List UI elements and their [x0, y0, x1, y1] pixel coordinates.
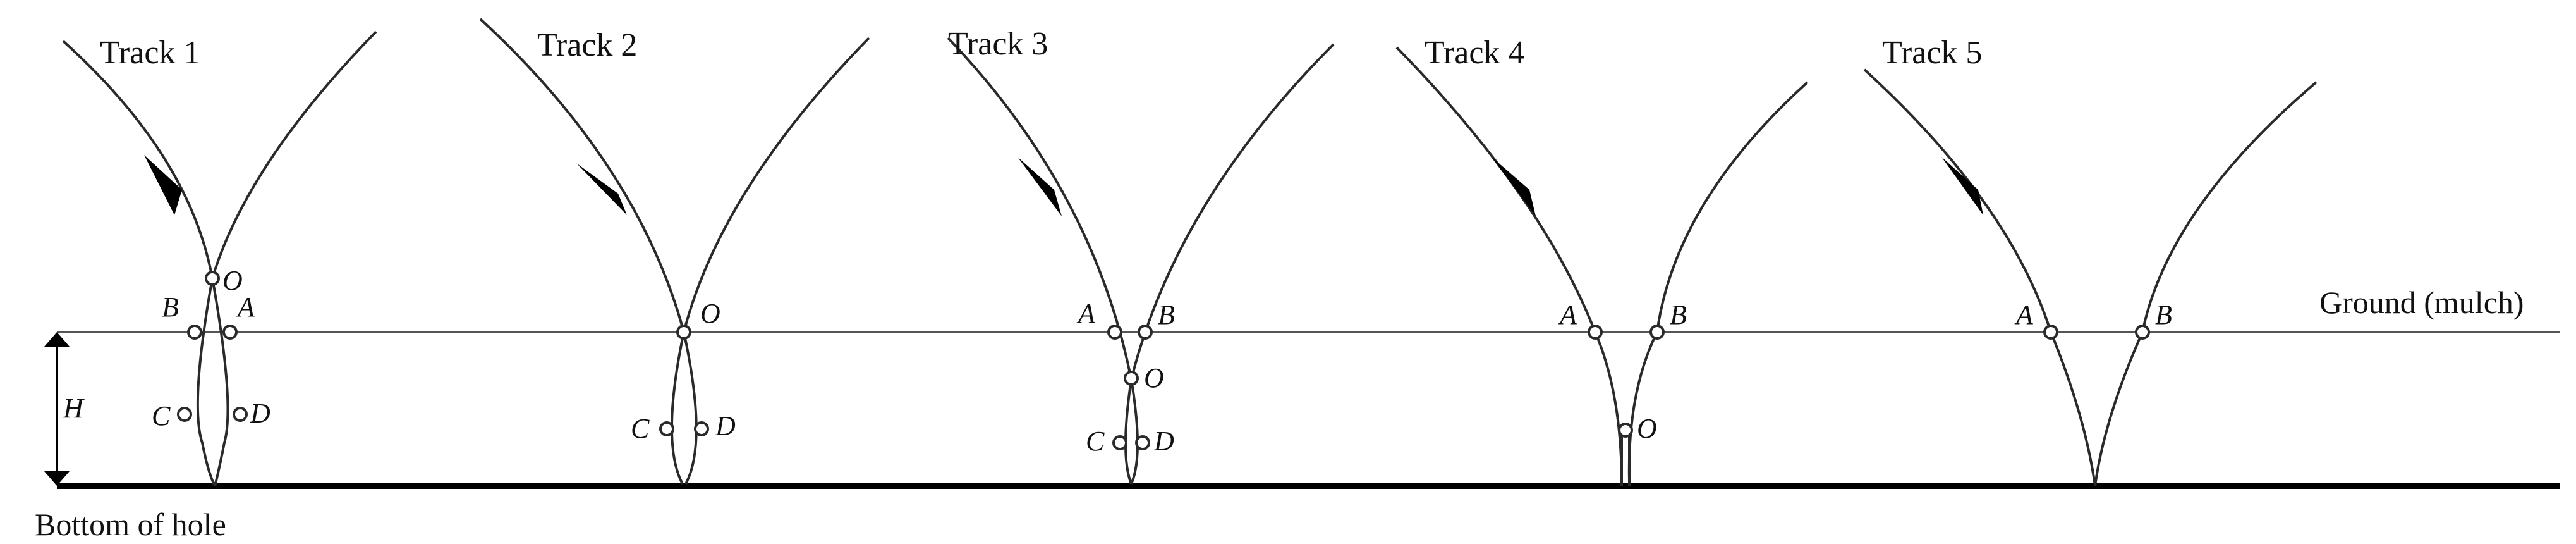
depth-label: H — [63, 393, 85, 424]
direction-arrow — [576, 163, 627, 215]
direction-arrow — [1941, 157, 1983, 215]
track-3-point-d: D — [1153, 426, 1174, 457]
track-2-point-o: O — [700, 298, 720, 329]
track-4-points — [1588, 325, 1665, 438]
track-3 — [947, 37, 1335, 485]
track-4 — [1395, 46, 1809, 486]
track-2 — [479, 18, 870, 485]
bottom-label: Bottom of hole — [35, 507, 226, 542]
track-3-points — [1107, 325, 1153, 450]
track-5 — [1863, 68, 2318, 486]
track-1-point-c: C — [152, 400, 171, 431]
track-1-title: Track 1 — [100, 35, 200, 71]
track-3-point-o: O — [1144, 362, 1164, 393]
track-5-point-b: B — [2155, 299, 2172, 330]
track-1-point-o: O — [222, 265, 243, 296]
track-5-point-a: A — [2014, 299, 2034, 330]
track-5-points — [2043, 325, 2150, 340]
track-1 — [62, 30, 377, 486]
ground-label: Ground (mulch) — [2319, 285, 2524, 320]
track-3-point-c: C — [1086, 426, 1105, 457]
track-4-title: Track 4 — [1425, 35, 1524, 71]
track-5-title: Track 5 — [1882, 35, 1982, 71]
track-2-title: Track 2 — [537, 27, 637, 63]
track-3-title: Track 3 — [948, 26, 1048, 62]
track-1-point-d: D — [250, 398, 270, 429]
track-3-point-b: B — [1158, 299, 1175, 330]
direction-arrow — [1018, 157, 1062, 216]
track-4-point-b: B — [1670, 299, 1687, 330]
track-2-point-d: D — [715, 411, 736, 442]
track-1-points — [177, 271, 248, 422]
track-4-point-a: A — [1558, 299, 1577, 330]
track-2-point-c: C — [631, 413, 650, 444]
track-2-points — [659, 325, 709, 436]
direction-arrow — [1492, 157, 1536, 216]
track-1-point-b: B — [162, 292, 179, 323]
track-3-point-a: A — [1076, 298, 1096, 329]
track-1-point-a: A — [236, 292, 255, 323]
depth-dimension: H — [44, 332, 85, 486]
direction-arrow — [144, 155, 182, 215]
track-4-point-o: O — [1637, 413, 1657, 444]
